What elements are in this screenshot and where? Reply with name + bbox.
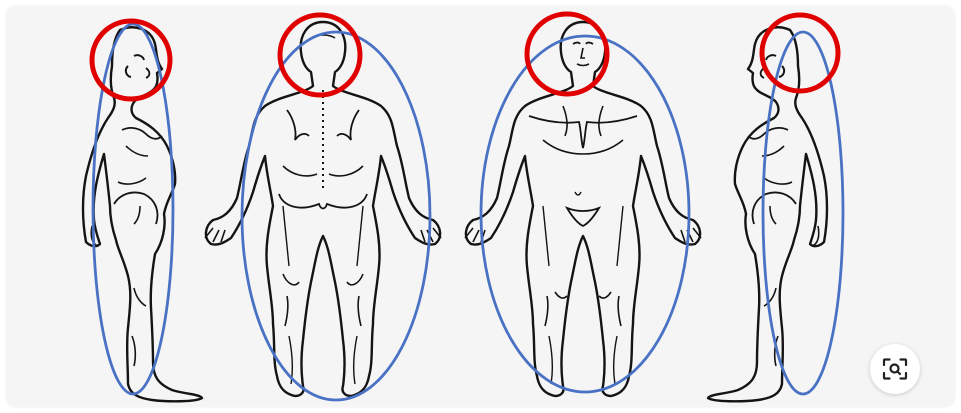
figure-side-right bbox=[708, 27, 827, 401]
body-diagram bbox=[6, 6, 955, 407]
visual-search-icon bbox=[882, 358, 908, 380]
body-oval-side-right bbox=[763, 32, 843, 394]
visual-search-button[interactable] bbox=[870, 344, 920, 394]
image-card bbox=[6, 6, 955, 407]
figure-front bbox=[465, 22, 701, 396]
